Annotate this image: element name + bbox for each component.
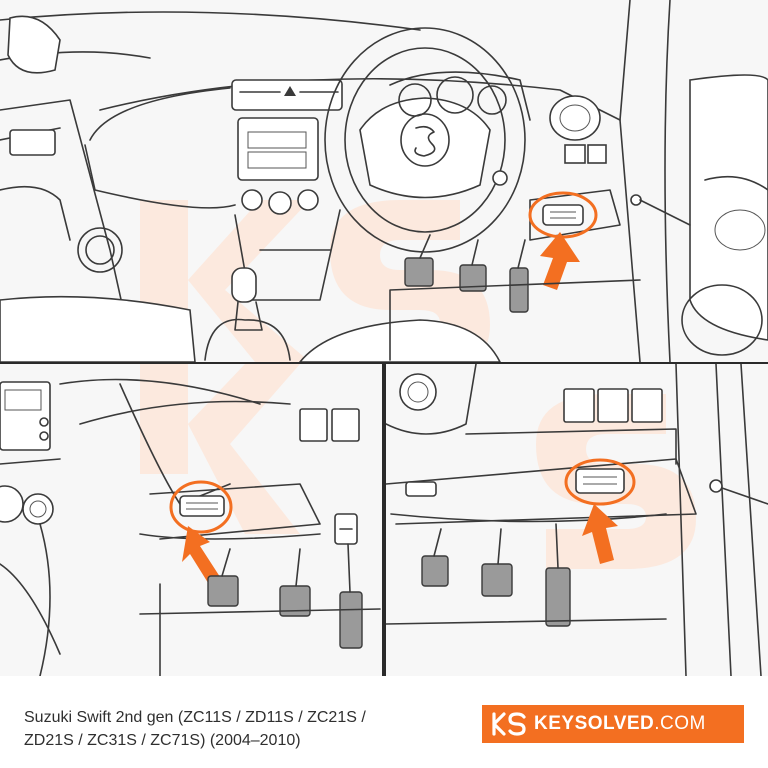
obd-closeup-right-panel	[386, 364, 768, 676]
vertical-divider	[382, 364, 386, 676]
horizontal-divider	[0, 362, 768, 364]
obd-highlight-ring	[169, 480, 233, 534]
obd-closeup-left-panel	[0, 364, 382, 676]
accelerator-pedal	[545, 567, 571, 627]
obd-highlight-ring	[564, 458, 636, 506]
dashboard-illustration	[0, 0, 768, 362]
obd-port	[542, 204, 584, 226]
caption-line-2: ZD21S / ZC31S / ZC71S) (2004–2010)	[24, 732, 301, 749]
vehicle-caption: Suzuki Swift 2nd gen (ZC11S / ZD11S / ZC…	[24, 706, 444, 752]
obd-port	[179, 495, 225, 517]
brake-pedal	[481, 563, 513, 597]
brand-word: KEYSOLVED	[534, 713, 655, 734]
accelerator-pedal	[509, 267, 529, 313]
brake-pedal	[459, 264, 487, 292]
caption-line-1: Suzuki Swift 2nd gen (ZC11S / ZD11S / ZC…	[24, 709, 366, 726]
pointer-arrow	[182, 526, 222, 586]
keysolved-logo[interactable]: KEYSOLVED.COM	[482, 705, 744, 743]
pointer-arrow	[582, 504, 618, 564]
closeup-right-illustration	[386, 364, 768, 676]
dashboard-overview-panel	[0, 0, 768, 362]
clutch-pedal	[404, 257, 434, 287]
footer: Suzuki Swift 2nd gen (ZC11S / ZD11S / ZC…	[0, 676, 768, 768]
ks-logo-icon	[492, 712, 526, 736]
clutch-pedal	[421, 555, 449, 587]
brand-name: KEYSOLVED.COM	[534, 713, 706, 735]
clutch-pedal	[207, 575, 239, 607]
brand-tld: .COM	[654, 713, 706, 734]
closeup-left-illustration	[0, 364, 381, 676]
accelerator-pedal	[339, 591, 363, 649]
brake-pedal	[279, 585, 311, 617]
pointer-arrow	[540, 232, 580, 290]
obd-port	[575, 468, 625, 494]
